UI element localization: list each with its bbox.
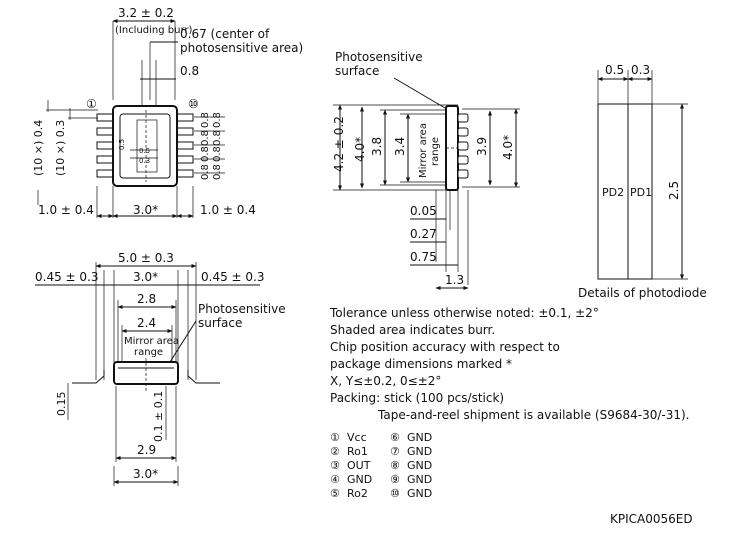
right-pitch-3: 0.8 bbox=[200, 130, 211, 146]
pin-name: GND bbox=[407, 445, 432, 458]
front-dim-2-4: 2.4 bbox=[137, 316, 156, 330]
top-including-burr: (Including burr) bbox=[115, 25, 193, 36]
pin1-mark: ① bbox=[86, 97, 97, 111]
pd-height: 2.5 bbox=[667, 181, 681, 200]
pin-num: ⑤ bbox=[330, 487, 340, 500]
pd1-region bbox=[627, 103, 653, 280]
right-pitch-1: 0.8 bbox=[200, 112, 211, 128]
pin-name: Ro2 bbox=[347, 487, 368, 500]
side-dim-1-3: 1.3 bbox=[445, 273, 464, 287]
front-mirror-label-2: range bbox=[134, 347, 163, 358]
top-package-body bbox=[112, 105, 178, 187]
drawing-code: KPICA0056ED bbox=[610, 512, 693, 526]
note-line-1: Tolerance unless otherwise noted: ±0.1, … bbox=[329, 306, 599, 320]
pin-num: ② bbox=[330, 445, 340, 458]
pd-dim-0-3: 0.3 bbox=[631, 63, 650, 77]
top-inner-dim-3: 0.3 bbox=[139, 157, 150, 165]
side-dim-3-4: 3.4 bbox=[393, 137, 407, 156]
note-line-3: Chip position accuracy with respect to bbox=[330, 340, 560, 354]
top-pitch-0-4: (10 ×) 0.4 bbox=[32, 120, 45, 176]
front-left-dim: 0.45 ± 0.3 bbox=[35, 270, 99, 284]
front-right-dim: 0.45 ± 0.3 bbox=[201, 270, 265, 284]
pin-num: ⑥ bbox=[390, 431, 400, 444]
right-pitch-8: 0.8 bbox=[212, 164, 223, 180]
front-photo-label-2: surface bbox=[198, 316, 242, 330]
pin-num: ① bbox=[330, 431, 340, 444]
side-dim-0-05: 0.05 bbox=[410, 204, 437, 218]
pin-name: Ro1 bbox=[347, 445, 368, 458]
front-dim-2-8: 2.8 bbox=[137, 292, 156, 306]
side-dim-0-27: 0.27 bbox=[410, 227, 437, 241]
side-mirror-label-2: range bbox=[430, 137, 441, 166]
front-view: 5.0 ± 0.3 0.45 ± 0.3 3.0* 0.45 ± 0.3 2.8… bbox=[35, 251, 286, 486]
pin-name: Vcc bbox=[347, 431, 367, 444]
top-view: 3.2 ± 0.2 (Including burr) 0.67 (center … bbox=[32, 6, 303, 218]
note-line-7: Tape-and-reel shipment is available (S96… bbox=[377, 408, 689, 422]
top-center-note-1: 0.67 (center of bbox=[180, 27, 270, 41]
front-lead-thickness: 0.15 bbox=[55, 392, 68, 417]
pd1-label: PD1 bbox=[630, 186, 652, 199]
right-pitch-7: 0.8 bbox=[200, 164, 211, 180]
front-mirror-label-1: Mirror area bbox=[124, 336, 179, 347]
top-pins-left bbox=[96, 113, 115, 178]
pin-list: ① Vcc ② Ro1 ③ OUT ④ GND ⑤ Ro2 ⑥ GND ⑦ GN… bbox=[330, 431, 432, 500]
pin-name: GND bbox=[407, 487, 432, 500]
notes-block: Tolerance unless otherwise noted: ±0.1, … bbox=[329, 306, 689, 422]
pd-caption: Details of photodiode bbox=[578, 286, 707, 300]
top-pitch-0-3: (10 ×) 0.3 bbox=[54, 120, 67, 176]
pd-dim-0-5: 0.5 bbox=[605, 63, 624, 77]
pin-name: GND bbox=[347, 473, 372, 486]
side-dim-0-75: 0.75 bbox=[410, 250, 437, 264]
pin-num: ③ bbox=[330, 459, 340, 472]
side-dim-4-0-right: 4.0* bbox=[501, 135, 515, 160]
pin10-mark: ⑩ bbox=[188, 97, 199, 111]
pin-num: ⑧ bbox=[390, 459, 400, 472]
front-height-dim: 0.1 ± 0.1 bbox=[152, 391, 165, 442]
side-mirror-label-1: Mirror area bbox=[418, 123, 429, 178]
top-right-pitch: 0.8 0.8 0.8 0.8 0.8 0.8 0.8 0.8 bbox=[194, 112, 225, 180]
pin-name: GND bbox=[407, 473, 432, 486]
note-line-4: package dimensions marked * bbox=[330, 357, 512, 371]
side-dim-4-0-left: 4.0* bbox=[353, 137, 367, 162]
note-line-5: X, Y≤±0.2, 0≤±2° bbox=[330, 374, 441, 388]
right-pitch-5: 0.8 bbox=[200, 146, 211, 162]
right-pitch-2: 0.8 bbox=[212, 112, 223, 128]
side-photo-label-1: Photosensitive bbox=[335, 50, 423, 64]
side-overall-height: 4.2 ± 0.2 bbox=[332, 116, 346, 172]
top-body-dim: 3.0* bbox=[133, 203, 158, 217]
top-inner-dim-2: 0.5 bbox=[139, 147, 150, 155]
pin-num: ⑦ bbox=[390, 445, 400, 458]
front-bottom-dim: 2.9 bbox=[137, 443, 156, 457]
side-dim-3-8: 3.8 bbox=[370, 137, 384, 156]
pin-num: ④ bbox=[330, 473, 340, 486]
front-bottom-dim2: 3.0* bbox=[133, 467, 158, 481]
top-pins-right bbox=[175, 113, 194, 178]
front-overall-dim: 5.0 ± 0.3 bbox=[118, 251, 174, 265]
top-left-dim: 1.0 ± 0.4 bbox=[38, 203, 94, 217]
pin-name: GND bbox=[407, 459, 432, 472]
right-pitch-4: 0.8 bbox=[212, 130, 223, 146]
pin-name: OUT bbox=[347, 459, 371, 472]
pin-num: ⑨ bbox=[390, 473, 400, 486]
pin-name: GND bbox=[407, 431, 432, 444]
front-photo-label-1: Photosensitive bbox=[198, 302, 286, 316]
right-pitch-6: 0.8 bbox=[212, 146, 223, 162]
side-view: Photosensitive surface 4.2 ± 0.2 4.0* 3.… bbox=[332, 50, 520, 290]
pd2-label: PD2 bbox=[602, 186, 624, 199]
top-width-dim: 3.2 ± 0.2 bbox=[118, 6, 174, 20]
top-center-note-2: photosensitive area) bbox=[180, 41, 303, 55]
top-inner-dim-1: 0.5 bbox=[118, 139, 126, 150]
side-photo-label-2: surface bbox=[335, 64, 379, 78]
top-pin-gap-dim: 0.8 bbox=[180, 64, 199, 78]
photodiode-detail: 0.5 0.3 PD2 PD1 2.5 Details of photodiod… bbox=[578, 63, 707, 300]
note-line-6: Packing: stick (100 pcs/stick) bbox=[330, 391, 504, 405]
side-leads bbox=[457, 113, 469, 179]
pin-num: ⑩ bbox=[390, 487, 400, 500]
side-dim-3-9: 3.9 bbox=[475, 137, 489, 156]
note-line-2: Shaded area indicates burr. bbox=[330, 323, 495, 337]
front-body-dim: 3.0* bbox=[133, 270, 158, 284]
top-right-dim: 1.0 ± 0.4 bbox=[200, 203, 256, 217]
